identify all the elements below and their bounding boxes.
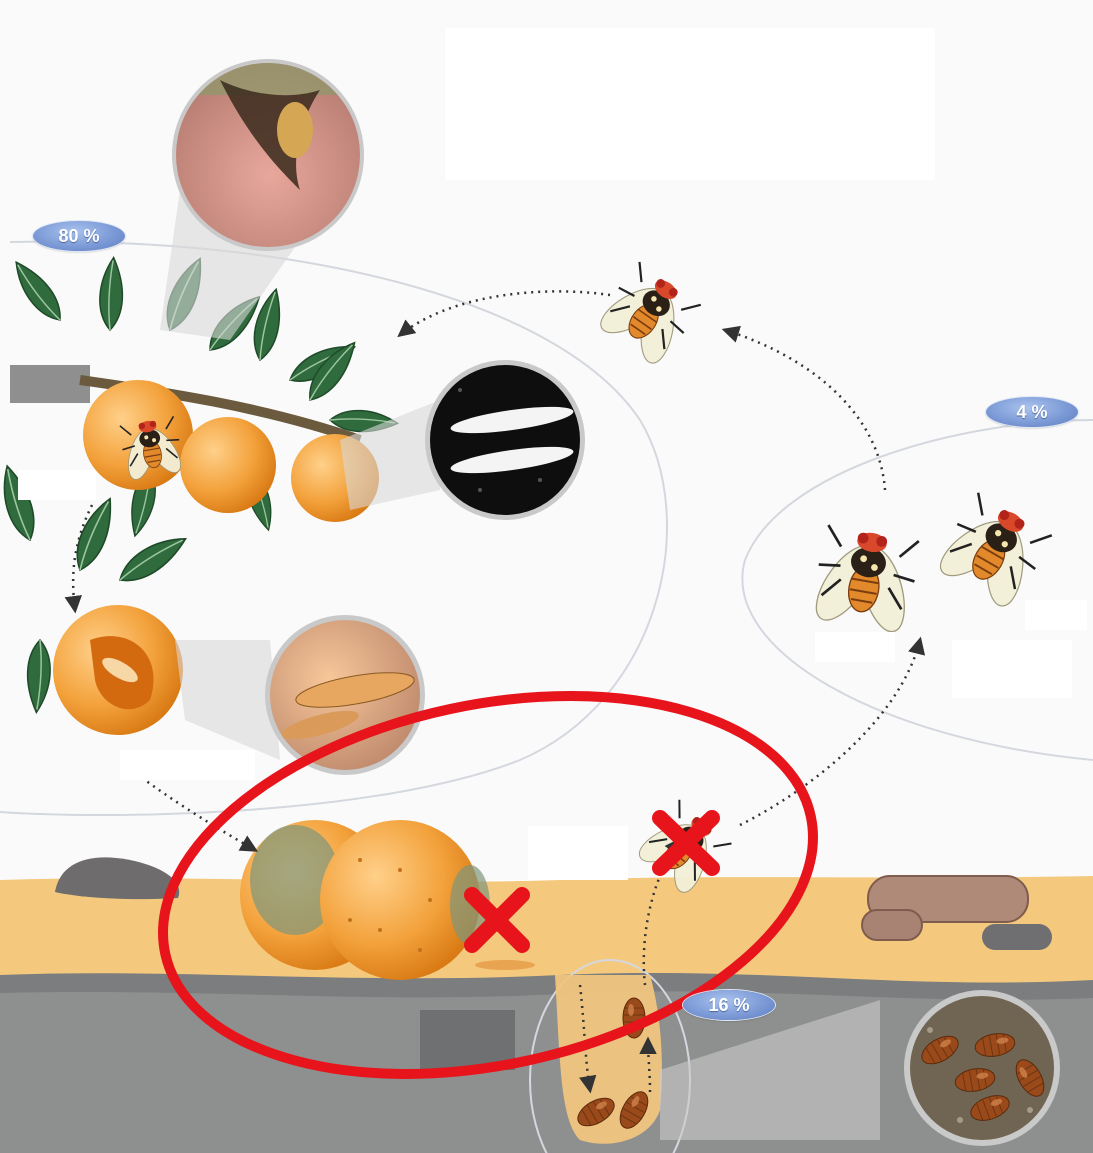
percentage-badge-tree: 80 % [33,221,125,251]
percentage-badge-soil: 16 % [683,990,775,1020]
percentage-badge-adults: 4 % [986,397,1078,427]
